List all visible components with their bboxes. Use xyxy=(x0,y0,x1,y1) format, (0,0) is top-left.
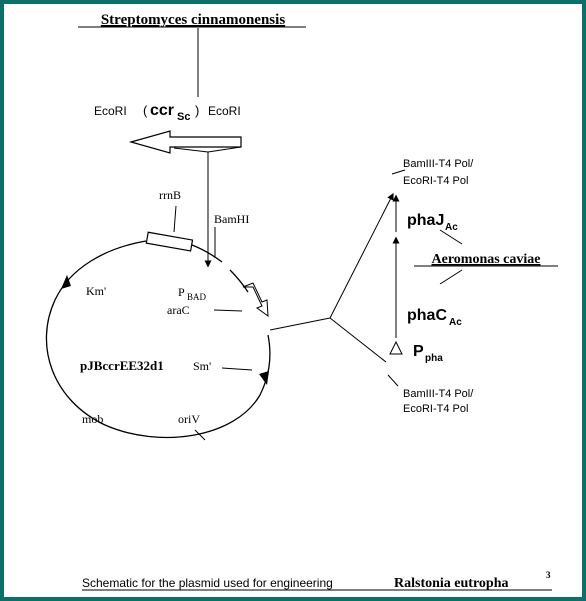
mob-label: mob xyxy=(82,412,103,426)
source-organism-title: Streptomyces cinnamonensis xyxy=(101,12,285,28)
top-site-line2: EcoRI-T4 Pol xyxy=(403,175,468,187)
phac-subscript: Ac xyxy=(449,317,462,328)
arac-label: araC xyxy=(167,303,190,317)
bamhi-label: BamHI xyxy=(214,212,249,226)
sm-resistance-label: Sm' xyxy=(193,359,211,373)
sm-direction-arrowhead xyxy=(259,371,269,385)
paren-open: ( xyxy=(143,103,148,118)
arac-pointer xyxy=(213,309,243,312)
paren-close: ) xyxy=(195,103,199,118)
operon-connector xyxy=(269,317,331,331)
top-site-line1: BamIII-T4 Pol/ xyxy=(403,158,474,170)
rrnb-terminator-box xyxy=(145,231,194,252)
promoter-label: P xyxy=(413,343,424,360)
top-site-pointer xyxy=(391,169,406,175)
pbad-promoter-arrow xyxy=(242,282,269,318)
ccr-gene-arrow xyxy=(128,130,242,154)
oriv-label: oriV xyxy=(178,412,200,426)
bottom-site-line2: EcoRI-T4 Pol xyxy=(403,403,468,415)
pbad-label: P xyxy=(178,285,185,299)
km-direction-arrowhead xyxy=(61,275,71,289)
ccr-insert-label: EcoRI ( ccr Sc ) EcoRI xyxy=(94,102,241,123)
pbad-subscript: BAD xyxy=(187,292,207,302)
insert-funnel-left xyxy=(173,147,209,153)
plasmid-name: pJBccrEE32d1 xyxy=(80,358,164,373)
caption-superscript: 3 xyxy=(546,570,551,580)
sm-pointer xyxy=(221,367,253,371)
donor-organism-label: Aeromonas caviae xyxy=(432,252,541,267)
plasmid-backbone-segment xyxy=(229,269,249,293)
insert-funnel-right xyxy=(207,146,242,153)
ecori-left-label: EcoRI xyxy=(94,104,127,118)
plasmid-diagram: Streptomyces cinnamonensis EcoRI ( ccr S… xyxy=(45,12,558,591)
phaj-label: phaJ xyxy=(407,212,444,229)
phac-label: phaC xyxy=(407,307,447,324)
ccr-gene-subscript: Sc xyxy=(177,111,190,123)
plasmid-backbone xyxy=(45,240,271,439)
bottom-site-pointer xyxy=(387,374,399,387)
caption-text: Schematic for the plasmid used for engin… xyxy=(82,576,333,590)
pha-promoter-triangle xyxy=(389,340,403,355)
rrnb-pointer xyxy=(173,205,177,233)
plasmid-backbone-segment xyxy=(191,244,223,263)
promoter-subscript: pha xyxy=(425,353,443,364)
bottom-site-line1: BamIII-T4 Pol/ xyxy=(403,388,474,400)
operon-upper-line xyxy=(329,192,394,319)
km-resistance-label: Km' xyxy=(86,284,106,298)
ccr-gene-label: ccr xyxy=(150,102,174,119)
ecori-right-label: EcoRI xyxy=(208,104,241,118)
rrnb-label: rrnB xyxy=(159,188,181,202)
phac-organism-pointer xyxy=(439,269,463,285)
caption-organism: Ralstonia eutropha xyxy=(394,576,508,591)
oriv-pointer xyxy=(194,429,206,441)
phaj-subscript: Ac xyxy=(445,222,458,233)
phaj-organism-pointer xyxy=(439,229,463,245)
operon-lower-line xyxy=(329,317,387,363)
